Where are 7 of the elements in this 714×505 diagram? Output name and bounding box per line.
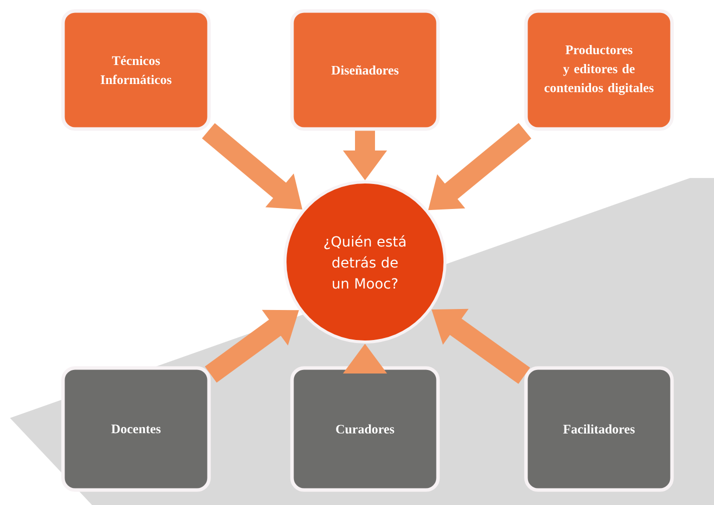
circle-node: ¿Quién está detrás de un Mooc? (284, 180, 446, 344)
process-box: Técnicos Informáticos (61, 9, 211, 131)
process-box: Docentes (61, 366, 211, 492)
process-box: Facilitadores (524, 366, 674, 492)
process-box: Diseñadores (290, 9, 440, 131)
process-box: Productores y editores de contenidos digitales (524, 9, 674, 131)
process-box: Curadores (290, 366, 440, 492)
